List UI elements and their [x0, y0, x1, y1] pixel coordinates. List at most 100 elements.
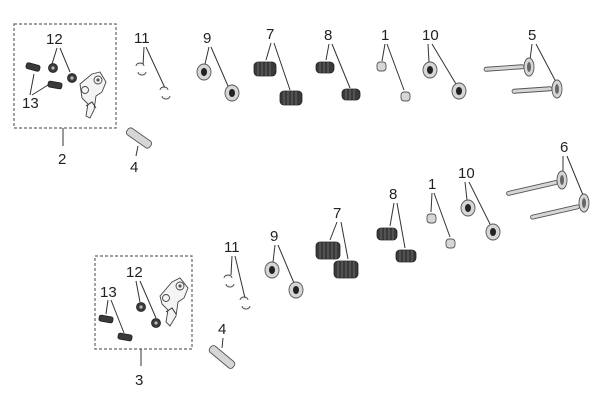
leader-7a-lower — [329, 221, 338, 241]
inner-valve-spring-upper-b — [341, 88, 361, 101]
valve-cotter-lower-b — [239, 296, 251, 310]
leader-13b-upper — [31, 84, 49, 96]
callout-13-upper: 13 — [22, 95, 39, 112]
leader-5b — [535, 43, 557, 83]
spring-retainer-lower-b — [288, 281, 304, 299]
leader-12b-lower — [139, 280, 157, 319]
leader-1b-upper — [386, 43, 405, 91]
leader-7b-lower — [340, 221, 349, 260]
callout-1-upper: 1 — [381, 27, 389, 44]
adjust-screw-lower-b — [117, 332, 133, 342]
callout-13-lower: 13 — [100, 284, 117, 301]
intake-valve-lower — [506, 170, 568, 196]
outer-valve-spring-upper-a — [253, 61, 277, 77]
leader-4-lower — [221, 337, 224, 349]
valve-stem-seal-lower-a — [426, 213, 437, 224]
callout-7-upper: 7 — [266, 26, 274, 43]
adjust-screw-lower-a — [98, 314, 114, 324]
outer-valve-spring-upper-b — [279, 90, 303, 106]
spring-retainer-upper-a — [196, 63, 212, 81]
callout-9-upper: 9 — [203, 30, 211, 47]
adjust-screw-upper-a — [25, 62, 41, 72]
inner-valve-spring-lower-a — [376, 227, 398, 241]
callout-4-upper: 4 — [130, 159, 138, 176]
leader-13b-lower — [110, 299, 125, 334]
callout-1-lower: 1 — [428, 176, 436, 193]
leader-9a-lower — [272, 244, 276, 263]
leader-10b-lower — [468, 181, 491, 225]
callout-9-lower: 9 — [270, 228, 278, 245]
leader-8b-upper — [331, 43, 351, 89]
callout-12-lower: 12 — [126, 264, 143, 281]
callout-5: 5 — [528, 27, 536, 44]
callout-6: 6 — [560, 139, 568, 156]
leader-9b-lower — [277, 244, 295, 284]
leader-11b-upper — [145, 46, 166, 89]
leader-7a-upper — [265, 42, 272, 61]
leader-9b-upper — [210, 46, 229, 87]
valve-cotter-lower-a — [223, 274, 235, 288]
callout-2: 2 — [58, 151, 66, 168]
rocker-shaft-upper — [125, 127, 153, 149]
callout-8-lower: 8 — [389, 186, 397, 203]
lock-nut-upper-a — [48, 63, 58, 73]
leader-10a-upper — [427, 43, 430, 63]
valve-cotter-upper-b — [159, 86, 171, 100]
leader-9a-upper — [204, 46, 210, 65]
callout-10-lower: 10 — [458, 165, 475, 182]
leader-4-upper — [135, 145, 139, 157]
leader-1a-upper — [381, 43, 386, 62]
rocker-arm-lower — [159, 277, 189, 327]
spring-seat-upper-b — [451, 82, 467, 100]
leader-8a-lower — [389, 202, 395, 227]
intake-valve-upper — [483, 57, 535, 77]
spring-retainer-lower-a — [264, 261, 280, 279]
outer-valve-spring-lower-b — [333, 260, 359, 279]
callout-4-lower: 4 — [218, 321, 226, 338]
spring-seat-lower-b — [485, 223, 501, 241]
rocker-shaft-lower — [208, 345, 236, 369]
valve-stem-seal-upper-a — [376, 61, 387, 72]
leader-1a-lower — [430, 192, 433, 213]
rocker-arm-upper — [79, 71, 107, 119]
leader-7b-upper — [273, 42, 291, 91]
callout-10-upper: 10 — [422, 27, 439, 44]
lock-nut-upper-b — [67, 73, 77, 83]
leader-12b-upper — [59, 47, 71, 73]
lock-nut-lower-a — [136, 302, 146, 312]
leader-12a-lower — [135, 280, 141, 303]
leader-6b — [566, 155, 584, 196]
valve-stem-seal-lower-b — [445, 238, 456, 249]
leader-12a-upper — [51, 47, 58, 65]
callout-11-lower: 11 — [224, 239, 240, 256]
inner-valve-spring-upper-a — [315, 61, 335, 74]
adjust-screw-upper-b — [47, 80, 63, 90]
leader-11a-upper — [142, 46, 145, 67]
spring-seat-lower-a — [460, 199, 476, 217]
leader-13a-upper — [29, 73, 35, 96]
valve-cotter-upper-a — [135, 62, 147, 76]
inner-valve-spring-lower-b — [395, 249, 417, 263]
leader-10a-lower — [464, 181, 468, 201]
callout-7-lower: 7 — [333, 205, 341, 222]
leader-1b-lower — [433, 192, 451, 238]
callout-11-upper: 11 — [134, 30, 150, 47]
leader-13a-lower — [105, 299, 109, 315]
leader-8a-upper — [325, 43, 330, 61]
lock-nut-lower-b — [151, 318, 161, 328]
leader-11a-lower — [230, 255, 233, 276]
spring-seat-upper-a — [422, 61, 438, 79]
callout-3: 3 — [135, 372, 143, 389]
outer-valve-spring-lower-a — [315, 241, 341, 260]
exhaust-valve-lower — [530, 193, 590, 220]
rocker-arm-box-upper — [13, 23, 117, 129]
valve-stem-seal-upper-b — [400, 91, 411, 102]
callout-12-upper: 12 — [46, 31, 63, 48]
leader-8b-lower — [396, 202, 406, 249]
leader-5a — [529, 43, 533, 61]
leader-10b-upper — [431, 43, 457, 85]
exhaust-valve-upper — [511, 79, 563, 99]
leader-11b-lower — [234, 255, 246, 299]
spring-retainer-upper-b — [224, 84, 240, 102]
